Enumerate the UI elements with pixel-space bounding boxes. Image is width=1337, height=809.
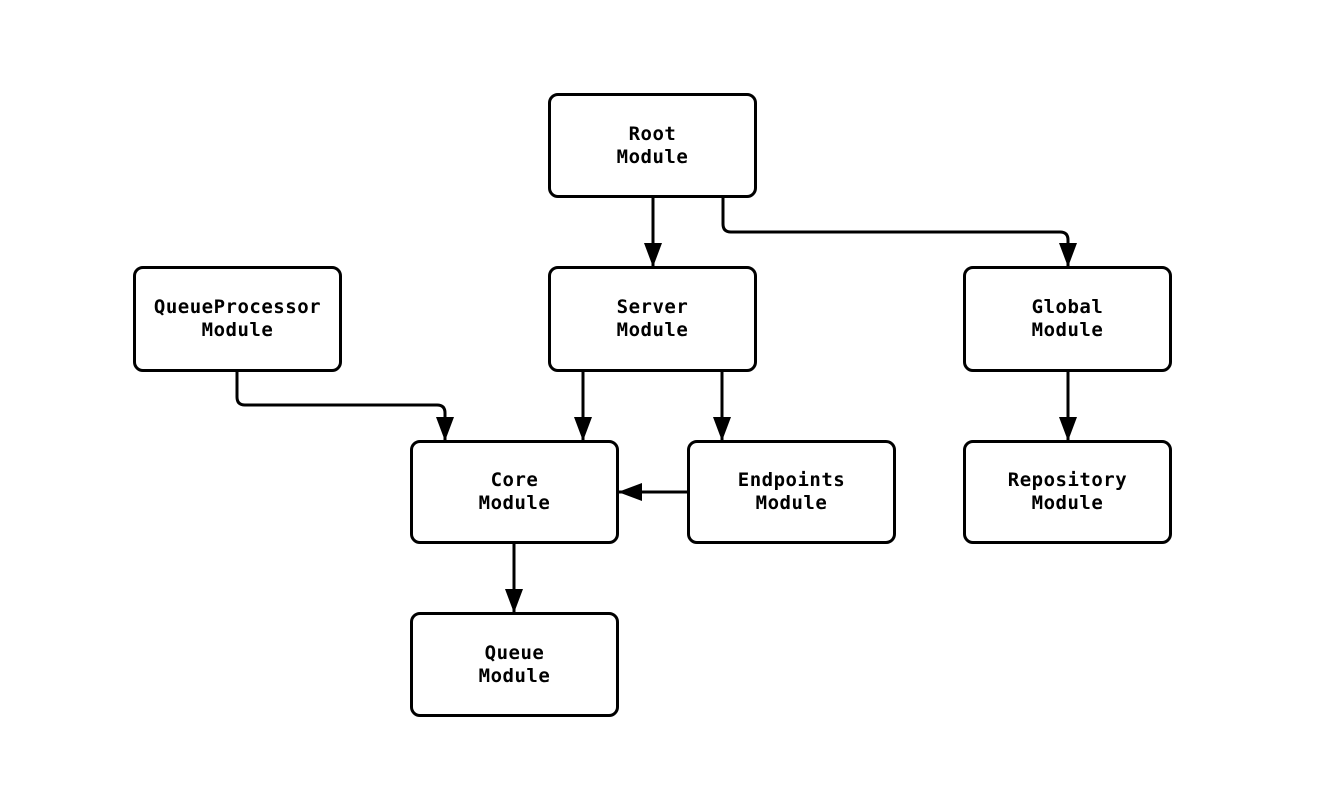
node-repository-label-line-0: Repository <box>1007 469 1128 491</box>
node-core-label-line-1: Module <box>478 492 551 514</box>
node-endpoints-label-line-0: Endpoints <box>737 469 846 491</box>
node-global-label-line-1: Module <box>1031 319 1104 341</box>
node-queueprocessor-label-line-1: Module <box>201 319 274 341</box>
node-server-label-line-0: Server <box>616 296 689 318</box>
edge-root-to-global <box>721 198 1077 267</box>
node-root-label-line-1: Module <box>616 145 689 168</box>
node-core-label-line-0: Core <box>490 469 539 491</box>
node-queueprocessor-label-line-0: QueueProcessor <box>153 296 322 318</box>
edges-group <box>235 198 1077 613</box>
node-queue-label-line-1: Module <box>478 664 551 687</box>
node-server-label-line-1: Module <box>616 319 689 341</box>
node-queue-label-line-0: Queue <box>484 641 545 664</box>
edge-queueprocessor-to-core <box>235 372 454 441</box>
node-endpoints-label-line-1: Module <box>755 492 828 514</box>
node-root-label-line-0: Root <box>628 122 677 145</box>
node-repository-label-line-1: Module <box>1031 492 1104 514</box>
node-global-label-line-0: Global <box>1031 296 1104 318</box>
